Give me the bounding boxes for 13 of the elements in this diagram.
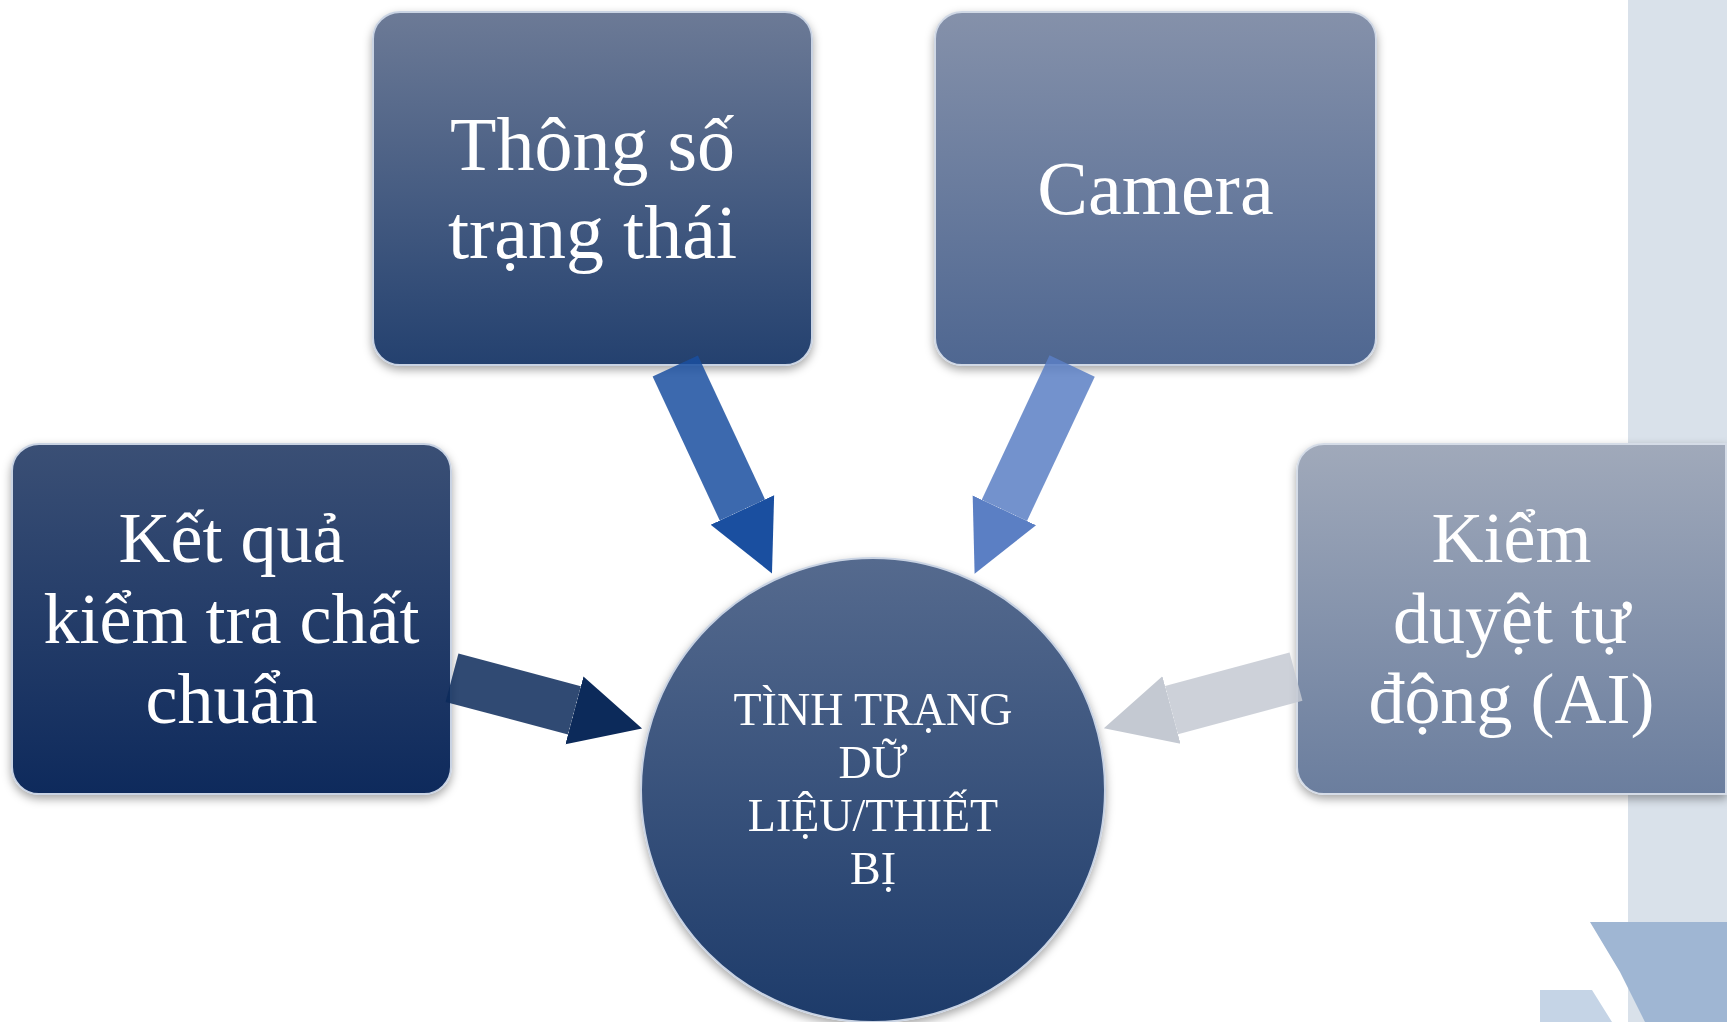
block-arrow (1103, 652, 1303, 744)
node-text: Thông số trạng thái (446, 101, 739, 276)
process-box (1296, 443, 1727, 795)
node-text: TÌNH TRẠNG DỮ LIỆU/THIẾT BỊ (732, 684, 1014, 896)
block-arrow (445, 653, 643, 745)
node-text: Kiểm duyệt tự động (AI) (1367, 498, 1656, 740)
process-box (934, 11, 1377, 366)
block-arrow (972, 355, 1095, 574)
process-box (372, 11, 813, 366)
node-text: Camera (1037, 144, 1274, 232)
node-text: Kết quả kiểm tra chất chuẩn (42, 498, 421, 740)
block-arrow (652, 355, 775, 574)
process-box (11, 443, 452, 795)
